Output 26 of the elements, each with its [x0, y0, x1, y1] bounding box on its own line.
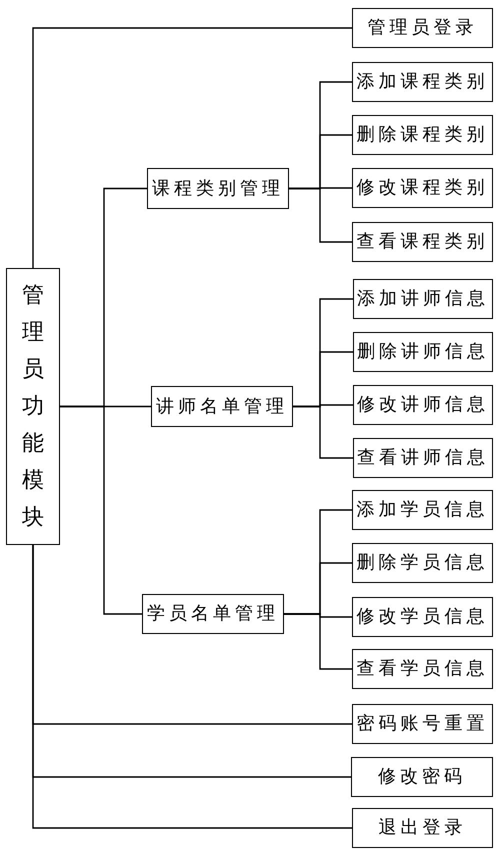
module-box: 查看课程类别: [352, 222, 493, 262]
module-box: 删除课程类别: [352, 115, 493, 155]
module-box: 密码账号重置: [352, 704, 493, 744]
module-box: 查看学员信息: [352, 649, 493, 689]
module-box: 添加课程类别: [352, 62, 493, 102]
connector-line: [32, 545, 352, 829]
connector-line: [293, 406, 353, 459]
module-box: 删除学员信息: [352, 543, 493, 583]
module-box: 修改学员信息: [352, 597, 493, 637]
connector-line: [60, 406, 142, 615]
module-box: 学员名单管理: [142, 594, 284, 634]
module-box: 修改课程类别: [352, 168, 493, 208]
connector-line: [289, 188, 352, 243]
connector-line: [284, 613, 352, 670]
module-box: 查看讲师信息: [353, 438, 493, 478]
module-box: 添加学员信息: [352, 490, 493, 530]
module-box: 修改密码: [351, 757, 493, 797]
module-box: 添加讲师信息: [353, 279, 493, 319]
module-box: 修改讲师信息: [353, 385, 493, 425]
module-box: 课程类别管理: [147, 168, 289, 209]
module-box: 退出登录: [352, 808, 493, 848]
module-box: 管理员功能模块: [6, 268, 60, 545]
module-box: 讲师名单管理: [151, 386, 293, 427]
module-box: 删除讲师信息: [353, 332, 493, 372]
module-box: 管理员登录: [352, 8, 493, 48]
connector-line: [32, 27, 352, 268]
